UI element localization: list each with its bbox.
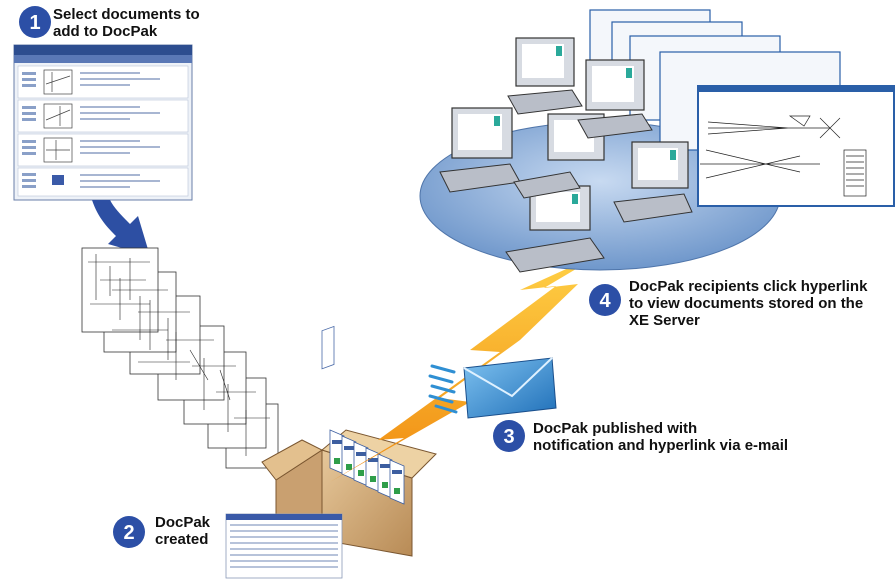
step-number-2: 2 bbox=[123, 522, 134, 544]
docpak-report-screenshot bbox=[225, 513, 343, 579]
lightning-bolt-icon bbox=[330, 250, 608, 482]
step-number-3: 3 bbox=[503, 426, 514, 448]
step-number-4: 4 bbox=[599, 290, 611, 312]
step-badges bbox=[19, 6, 621, 548]
step-3-label: DocPak published with notification and h… bbox=[533, 420, 789, 454]
document-cascade bbox=[81, 247, 279, 469]
step-number-1: 1 bbox=[29, 12, 40, 34]
step-4-label: DocPak recipients click hyperlink to vie… bbox=[629, 278, 868, 329]
step-1-label: Select documents to add to DocPak bbox=[53, 6, 200, 40]
flow-arrow bbox=[92, 200, 150, 256]
step-2-label: DocPak created bbox=[155, 514, 211, 548]
recipient-computers bbox=[439, 37, 693, 273]
email-envelope-icon bbox=[428, 357, 557, 419]
search-results-screenshot bbox=[13, 44, 193, 201]
